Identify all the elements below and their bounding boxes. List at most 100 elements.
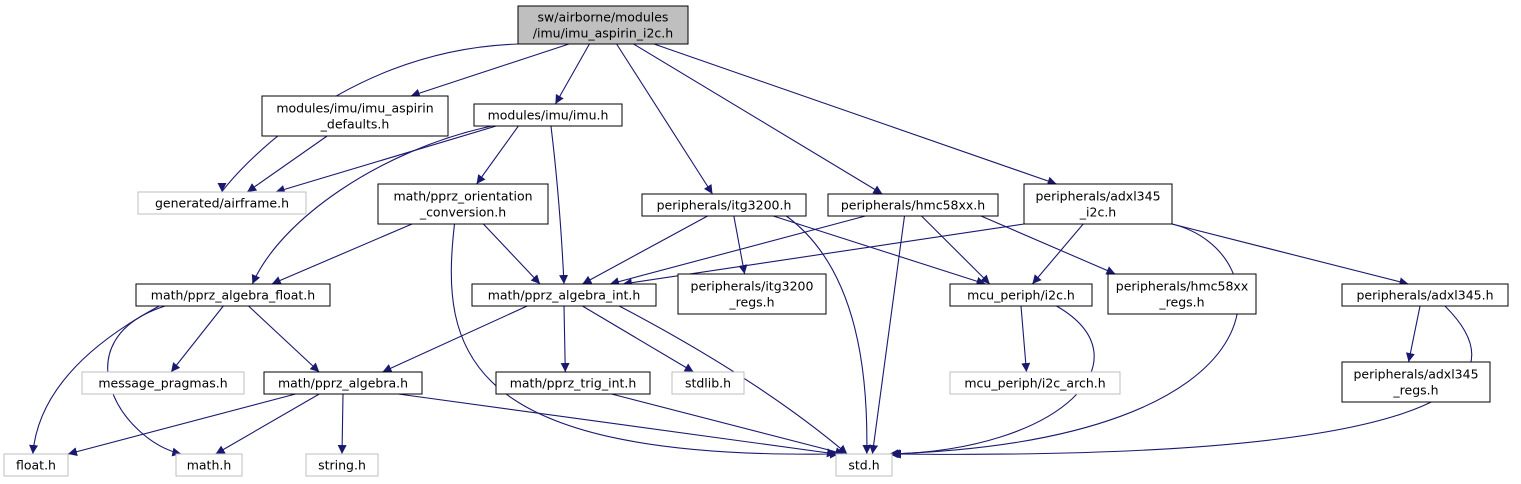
node-label: stdlib.h: [685, 376, 731, 391]
edge-root-to-imu_aspirin_defaults: [410, 43, 570, 98]
edge-adxl345_i2c-to-std: [889, 223, 1239, 459]
edge-algebra_int-to-std: [618, 305, 848, 455]
edge-imu-to-airframe: [275, 125, 497, 194]
edge-orientation_conversion-to-algebra_int: [483, 223, 541, 285]
node-orientation_conversion[interactable]: math/pprz_orientation_conversion.h: [377, 183, 549, 225]
node-label: mcu_periph/i2c_arch.h: [964, 376, 1105, 391]
node-adxl345[interactable]: peripherals/adxl345.h: [1341, 283, 1509, 307]
node-label: std.h: [848, 458, 879, 473]
node-math: math.h: [175, 453, 243, 477]
node-label: generated/airframe.h: [155, 196, 289, 211]
node-box: [517, 5, 689, 45]
edge-adxl345-to-std: [891, 305, 1473, 459]
node-label: math/pprz_trig_int.h: [510, 376, 637, 391]
edges-layer: [29, 43, 1473, 459]
node-float: float.h: [3, 453, 69, 477]
node-algebra[interactable]: math/pprz_algebra.h: [263, 371, 423, 395]
node-label: math.h: [187, 458, 232, 473]
node-box: [1023, 183, 1173, 225]
node-label: _regs.h: [1392, 383, 1438, 398]
edge-algebra-to-float: [67, 393, 296, 457]
node-itg3200[interactable]: peripherals/itg3200.h: [641, 193, 807, 217]
node-box: [671, 371, 745, 395]
node-box: [377, 183, 549, 225]
edge-adxl345_i2c-to-i2c: [1031, 223, 1084, 285]
node-label: sw/airborne/modules: [538, 10, 669, 25]
node-label: math/pprz_orientation: [393, 189, 532, 204]
edge-algebra_float-to-algebra: [248, 305, 320, 373]
edge-trig_int-to-std: [611, 393, 845, 457]
edge-orientation_conversion-to-algebra_float: [271, 223, 413, 285]
node-box: [641, 193, 807, 217]
node-hmc58xx_regs[interactable]: peripherals/hmc58xx_regs.h: [1107, 273, 1257, 315]
node-imu[interactable]: modules/imu/imu.h: [473, 103, 623, 127]
node-root[interactable]: sw/airborne/modules/imu/imu_aspirin_i2c.…: [517, 5, 689, 45]
edge-adxl345_i2c-to-adxl345: [1171, 223, 1409, 287]
node-box: [471, 283, 657, 307]
edge-adxl345-to-adxl345_regs: [1405, 305, 1421, 363]
node-box: [81, 371, 245, 395]
edge-root-to-adxl345_i2c: [653, 43, 1057, 186]
edge-imu-to-algebra_float: [251, 125, 492, 285]
edge-algebra-to-std: [398, 393, 837, 458]
node-label: string.h: [318, 458, 366, 473]
node-i2c_arch: mcu_periph/i2c_arch.h: [949, 371, 1121, 395]
node-label: float.h: [16, 458, 56, 473]
edge-hmc58xx-to-hmc58xx_regs: [980, 215, 1116, 275]
node-adxl345_regs[interactable]: peripherals/adxl345_regs.h: [1341, 361, 1491, 403]
node-label: modules/imu/imu.h: [488, 108, 609, 123]
edge-itg3200-to-i2c: [773, 215, 986, 286]
node-airframe: generated/airframe.h: [137, 191, 307, 215]
edge-algebra_int-to-trig_int: [560, 305, 570, 373]
node-label: math/pprz_algebra.h: [278, 376, 408, 391]
edge-i2c-to-i2c_arch: [1020, 305, 1031, 373]
node-trig_int[interactable]: math/pprz_trig_int.h: [495, 371, 651, 395]
edge-algebra_float-to-message_pragmas: [170, 305, 224, 373]
node-label: peripherals/adxl345: [1353, 367, 1478, 382]
edge-hmc58xx-to-algebra_int: [609, 215, 866, 287]
node-label: _regs.h: [1158, 295, 1204, 310]
node-box: [263, 371, 423, 395]
node-label: _i2c.h: [1079, 205, 1116, 220]
edge-imu-to-algebra_int: [550, 125, 569, 285]
edge-itg3200-to-std: [785, 215, 872, 455]
node-label: math/pprz_algebra_float.h: [151, 288, 315, 303]
edge-hmc58xx-to-std: [869, 215, 906, 455]
node-itg3200_regs[interactable]: peripherals/itg3200_regs.h: [677, 273, 827, 315]
edge-orientation_conversion-to-std: [450, 223, 839, 459]
edge-algebra_int-to-stdlib: [582, 305, 694, 373]
node-box: [677, 273, 827, 315]
node-label: peripherals/adxl345: [1035, 189, 1160, 204]
node-box: [3, 453, 69, 477]
node-algebra_int[interactable]: math/pprz_algebra_int.h: [471, 283, 657, 307]
node-label: peripherals/hmc58xx: [1116, 279, 1248, 294]
edge-imu_aspirin_defaults-to-airframe: [246, 135, 328, 193]
node-box: [949, 371, 1121, 395]
node-string: string.h: [305, 453, 379, 477]
edge-root-to-itg3200: [616, 43, 713, 195]
node-message_pragmas: message_pragmas.h: [81, 371, 245, 395]
node-std: std.h: [835, 453, 893, 477]
node-box: [261, 95, 449, 137]
edge-itg3200-to-algebra_int: [582, 215, 708, 285]
node-box: [949, 283, 1093, 307]
node-box: [473, 103, 623, 127]
node-label: peripherals/itg3200.h: [657, 198, 792, 213]
node-label: peripherals/hmc58xx.h: [841, 198, 985, 213]
node-box: [1341, 361, 1491, 403]
node-box: [137, 191, 307, 215]
node-hmc58xx[interactable]: peripherals/hmc58xx.h: [827, 193, 999, 217]
node-label: peripherals/itg3200: [691, 279, 814, 294]
node-algebra_float[interactable]: math/pprz_algebra_float.h: [135, 283, 331, 307]
node-label: peripherals/adxl345.h: [1357, 288, 1494, 303]
node-label: _regs.h: [728, 295, 774, 310]
node-box: [305, 453, 379, 477]
edge-algebra-to-string: [337, 393, 347, 455]
node-label: math/pprz_algebra_int.h: [488, 288, 641, 303]
node-adxl345_i2c[interactable]: peripherals/adxl345_i2c.h: [1023, 183, 1173, 225]
node-imu_aspirin_defaults[interactable]: modules/imu/imu_aspirin_defaults.h: [261, 95, 449, 137]
edge-root-to-imu: [554, 43, 590, 105]
node-label: _conversion.h: [419, 205, 506, 220]
node-i2c[interactable]: mcu_periph/i2c.h: [949, 283, 1093, 307]
